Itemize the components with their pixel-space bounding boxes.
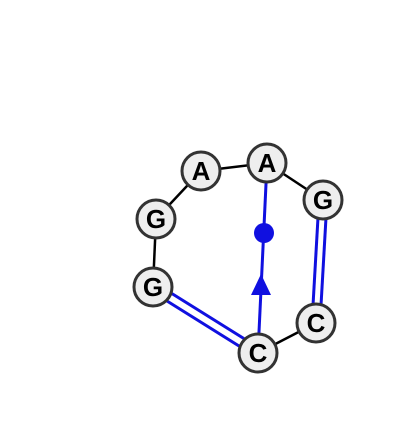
nucleotide-n6: C — [295, 302, 337, 344]
nucleotide-n4-label: A — [258, 148, 277, 178]
nucleotide-nodes: G G A A G C C — [132, 142, 344, 374]
base-pair-lines — [150, 162, 329, 358]
nucleotide-n1-label: G — [143, 272, 163, 302]
nucleotide-n1: G — [132, 266, 174, 308]
nucleotide-n2-label: G — [146, 204, 166, 234]
pair-a4-c7-circle-marker — [254, 223, 274, 243]
pair-g5-c6-line-b — [318, 199, 329, 324]
nucleotide-n6-label: C — [307, 308, 326, 338]
pair-a4-c7-triangle-marker — [251, 274, 271, 295]
pair-g5-c6-line-a — [310, 199, 321, 324]
nucleotide-n5-label: G — [313, 185, 333, 215]
pair-g1-c7-line-b — [150, 289, 256, 358]
nucleotide-n2: G — [135, 198, 177, 240]
nucleotide-n7: C — [237, 332, 279, 374]
nucleotide-n5: G — [302, 179, 344, 221]
nucleotide-n3: A — [180, 150, 222, 192]
nucleotide-n4: A — [246, 142, 288, 184]
nucleotide-n7-label: C — [249, 338, 268, 368]
pair-a4-c7-line — [256, 162, 269, 354]
nucleotide-n3-label: A — [192, 156, 211, 186]
pair-g1-c7-line-a — [154, 281, 260, 350]
